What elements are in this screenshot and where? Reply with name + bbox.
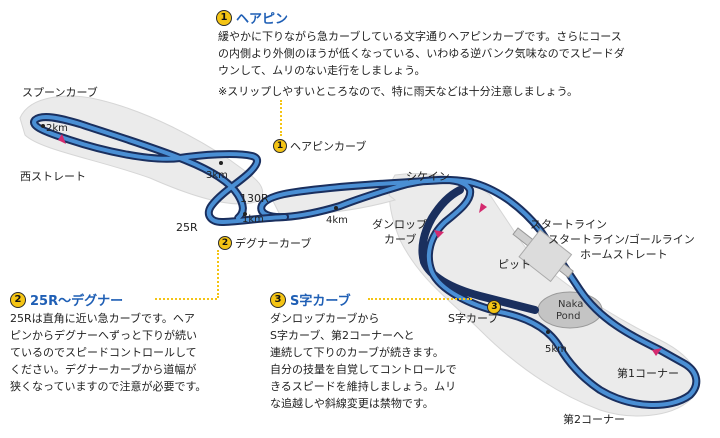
label-25r: 25R	[176, 221, 198, 234]
marker-badge: 2	[218, 236, 232, 250]
label-spoon-curve: スプーンカーブ	[22, 86, 98, 99]
label-degner-curve: 2 デグナーカーブ	[218, 236, 311, 250]
desc-line: ピンからデグナーへずっと下りが続い	[10, 329, 197, 342]
label-corner-2: 第2コーナー	[563, 413, 625, 426]
label-text: ヘアピンカーブ	[290, 139, 367, 153]
desc-line: 自分の技量を自覚してコントロールで	[270, 363, 457, 376]
desc-line: ているのでスピードコントロールして	[10, 346, 197, 359]
desc-line: ※スリップしやすいところなので、特に雨天などは十分注意しましょう。	[218, 85, 579, 98]
label-pond-2: Pond	[556, 311, 581, 322]
section-number-badge: 2	[10, 291, 26, 308]
label-1km: 1km	[242, 214, 264, 225]
desc-line: 緩やかに下りながら急カーブしている文字通りヘアピンカーブです。さらにコース	[218, 30, 622, 43]
label-home-straight: ホームストレート	[580, 248, 668, 261]
label-hairpin-curve: 1 ヘアピンカーブ	[273, 139, 366, 153]
desc-line: S字カーブ、第2コーナーへと	[270, 329, 415, 342]
race-track	[30, 113, 701, 410]
label-pond-1: Naka	[558, 299, 584, 310]
section-degner-description: 25Rは直角に近い急カーブです。ヘア ピンからデグナーへずっと下りが続い ている…	[10, 310, 206, 395]
section-title-text: S字カーブ	[290, 294, 351, 309]
label-dunlop-curve-1: ダンロップ	[372, 218, 427, 231]
km-markers	[41, 124, 550, 334]
direction-arrow-icon	[652, 348, 662, 356]
desc-line: ください。デグナーカーブから道幅が	[10, 363, 197, 376]
leader-line	[368, 298, 472, 300]
label-text: S字カーブ	[448, 312, 499, 325]
label-start-goal-line: スタートライン/ゴールライン	[548, 233, 695, 246]
label-5km: 5km	[545, 344, 567, 355]
label-pit: ピット	[498, 258, 531, 271]
direction-arrows	[58, 134, 662, 356]
section-title-text: 25R〜デグナー	[30, 294, 124, 309]
leader-line	[217, 250, 219, 298]
marker-badge: 3	[487, 299, 502, 314]
desc-line: ウンして、ムリのない走行をしましょう。	[218, 64, 426, 77]
section-s-curve-description: ダンロップカーブから S字カーブ、第2コーナーへと 連続して下りのカーブが続きま…	[270, 310, 457, 412]
label-chicane: シケイン	[406, 170, 450, 183]
section-number-badge: 1	[216, 9, 232, 26]
label-dunlop-curve-2: カーブ	[384, 233, 417, 246]
label-130r: 130R	[240, 192, 269, 205]
section-number-badge: 3	[270, 291, 286, 308]
label-text: デグナーカーブ	[235, 236, 312, 250]
section-hairpin-description: 緩やかに下りながら急カーブしている文字通りヘアピンカーブです。さらにコース の内…	[218, 28, 625, 100]
direction-arrow-icon	[479, 203, 487, 213]
label-2km: 2km	[46, 123, 68, 134]
label-corner-1: 第1コーナー	[617, 367, 679, 380]
desc-line: な追越しや斜線変更は禁物です。	[270, 397, 434, 410]
direction-arrow-icon	[434, 230, 444, 238]
desc-line: きるスピードを維持しましょう。ムリ	[270, 380, 457, 393]
label-s-curve: S字カーブ 3	[448, 292, 502, 325]
desc-line: 25Rは直角に近い急カーブです。ヘア	[10, 312, 195, 325]
desc-line: の内側より外側のほうが低くなっている、いわゆる逆バンク気味なのでスピードダ	[218, 47, 625, 60]
pit-lane	[512, 227, 574, 283]
leader-line	[155, 298, 217, 300]
section-hairpin-title: 1 ヘアピン	[216, 8, 288, 27]
direction-arrow-icon	[58, 134, 66, 144]
desc-line: 連続して下りのカーブが続きます。	[270, 346, 444, 359]
marker-badge: 1	[273, 139, 287, 153]
section-title-text: ヘアピン	[236, 12, 289, 27]
section-degner-title: 2 25R〜デグナー	[10, 290, 123, 309]
leader-line	[280, 100, 282, 136]
desc-line: ダンロップカーブから	[270, 312, 380, 325]
label-3km: 3km	[206, 170, 228, 181]
section-s-curve-title: 3 S字カーブ	[270, 290, 351, 309]
desc-line: 狭くなっていますので注意が必要です。	[10, 380, 207, 393]
label-west-straight: 西ストレート	[20, 170, 86, 183]
label-start-line: スタートライン	[530, 218, 607, 231]
label-4km: 4km	[326, 215, 348, 226]
